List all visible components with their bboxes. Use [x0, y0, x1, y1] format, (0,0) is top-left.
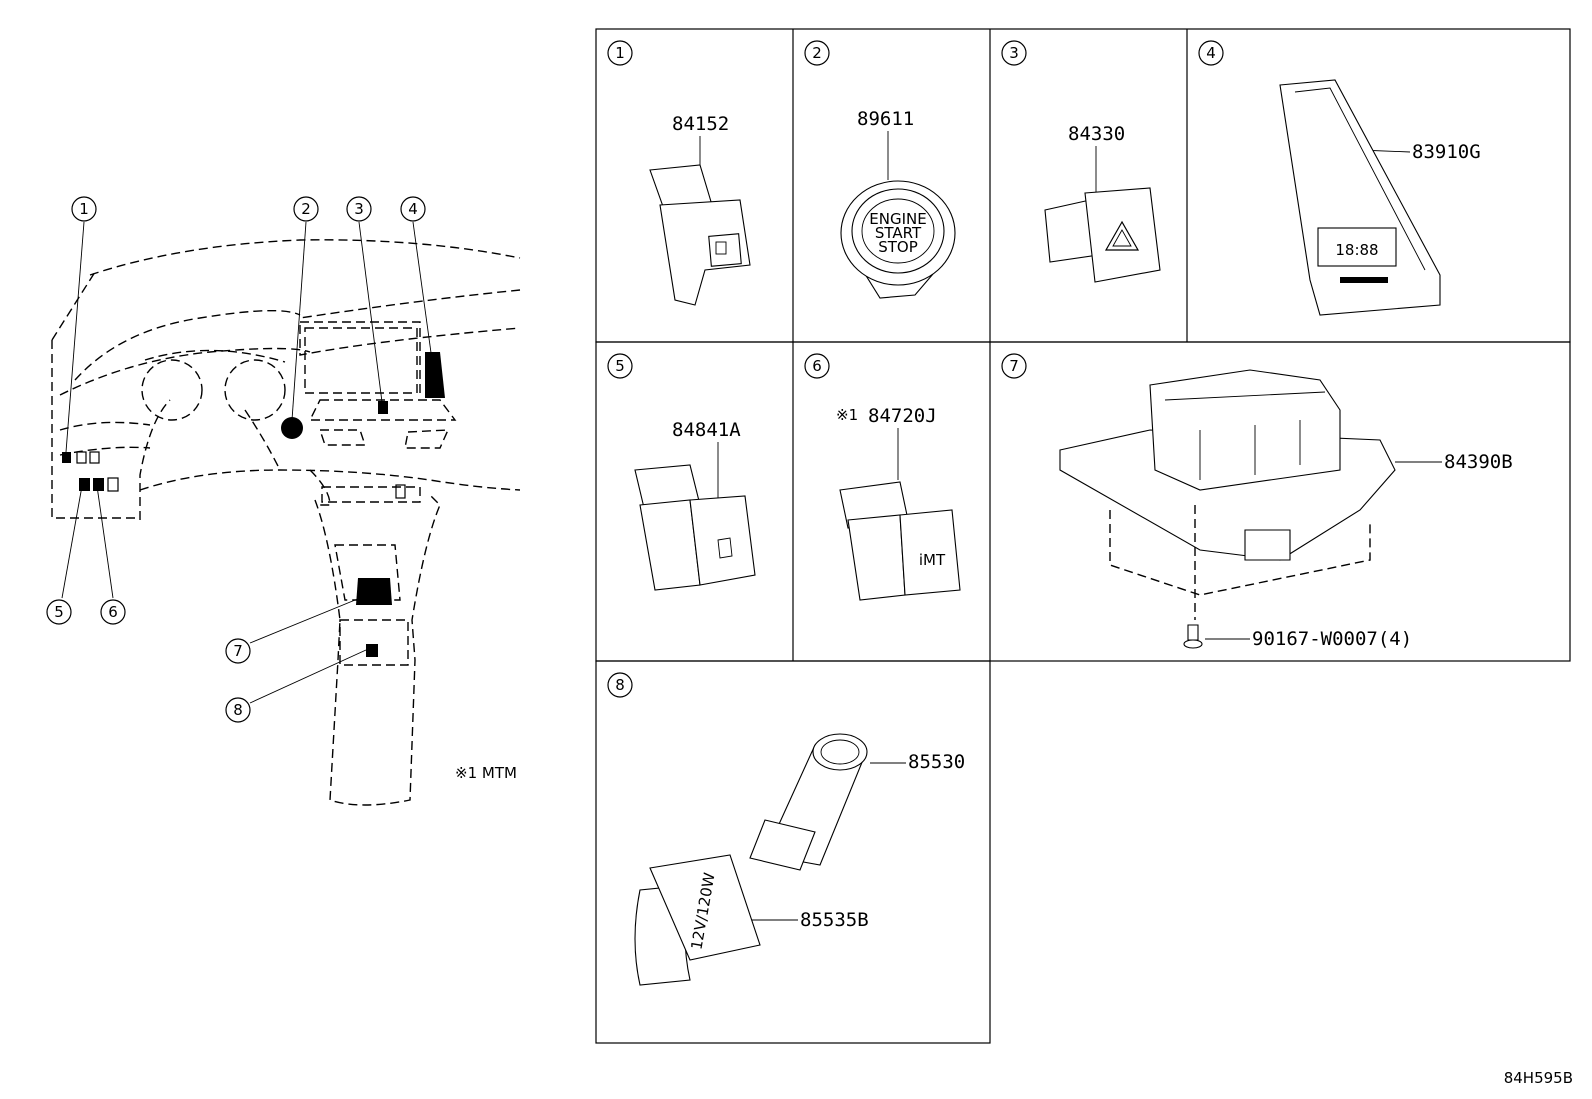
callout-5: 5 — [46, 599, 72, 625]
svg-text:6: 6 — [108, 603, 118, 621]
switch-84152-illustration — [649, 164, 751, 306]
svg-text:5: 5 — [54, 603, 64, 621]
svg-text:18:88: 18:88 — [1335, 241, 1378, 259]
screw-illustration — [1183, 624, 1203, 649]
svg-text:6: 6 — [812, 357, 822, 375]
svg-text:START: START — [875, 224, 922, 242]
svg-text:ENGINE: ENGINE — [869, 210, 926, 228]
svg-text:2: 2 — [812, 44, 822, 62]
callout-8: 8 — [225, 697, 251, 723]
svg-text:1: 1 — [79, 200, 89, 218]
callout-1: 1 — [71, 196, 97, 222]
part-number-83910G: 83910G — [1412, 141, 1481, 163]
callout-6: 6 — [100, 599, 126, 625]
svg-text:3: 3 — [1009, 44, 1019, 62]
parts-grid — [595, 28, 1571, 1044]
cell-8: 8 85530 85535B 12V/120W — [607, 672, 965, 986]
cell-1: 1 84152 — [607, 40, 751, 306]
svg-text:3: 3 — [354, 200, 364, 218]
power-socket-illustration: 12V/120W — [634, 854, 761, 986]
part-number-84330: 84330 — [1068, 123, 1125, 145]
part-number-89611: 89611 — [857, 108, 914, 130]
svg-text:7: 7 — [233, 642, 243, 660]
svg-text:7: 7 — [1009, 357, 1019, 375]
part-number-84720J: 84720J — [868, 405, 937, 427]
part-number-84841A: 84841A — [672, 419, 741, 441]
dashboard-overview: 1 2 3 4 5 6 7 8 ※1 MTM — [46, 196, 521, 806]
svg-text:2: 2 — [301, 200, 311, 218]
part-number-85535B: 85535B — [800, 909, 869, 931]
svg-text:5: 5 — [615, 357, 625, 375]
part-number-84390B: 84390B — [1444, 451, 1513, 473]
callout-7: 7 — [225, 638, 251, 664]
cell-7: 7 84390B 90167-W0007(4) — [1001, 353, 1513, 650]
svg-text:4: 4 — [1206, 44, 1216, 62]
cell-4: 4 83910G 18:88 — [1198, 40, 1481, 316]
note-mtm: ※1 MTM — [455, 764, 517, 782]
cell-5: 5 84841A — [607, 353, 756, 591]
cell-3: 3 84330 — [1001, 40, 1161, 283]
svg-text:8: 8 — [615, 676, 625, 694]
clock-illustration: 18:88 — [1279, 79, 1441, 316]
part-number-85530: 85530 — [908, 751, 965, 773]
imt-switch-illustration: iMT — [839, 481, 961, 601]
part-number-84152: 84152 — [672, 113, 729, 135]
callout-3: 3 — [346, 196, 372, 222]
cigarette-lighter-illustration — [749, 733, 868, 871]
diagram-code: 84H595B — [1504, 1069, 1573, 1087]
switch-84841A-illustration — [634, 464, 756, 591]
callout-2: 2 — [293, 196, 319, 222]
svg-text:iMT: iMT — [919, 551, 946, 569]
part-number-90167-W0007: 90167-W0007(4) — [1252, 628, 1412, 650]
svg-text:STOP: STOP — [878, 238, 918, 256]
callout-4: 4 — [400, 196, 426, 222]
cell-2: 2 89611 ENGINE START STOP — [804, 40, 956, 299]
svg-text:1: 1 — [615, 44, 625, 62]
note-marker: ※1 — [836, 406, 858, 424]
switch-assembly-illustration — [1059, 369, 1396, 620]
hazard-switch-illustration — [1044, 187, 1161, 283]
start-stop-button-illustration: ENGINE START STOP — [840, 180, 956, 299]
svg-text:4: 4 — [408, 200, 418, 218]
cell-6: 6 ※1 84720J iMT — [804, 353, 961, 601]
svg-text:8: 8 — [233, 701, 243, 719]
